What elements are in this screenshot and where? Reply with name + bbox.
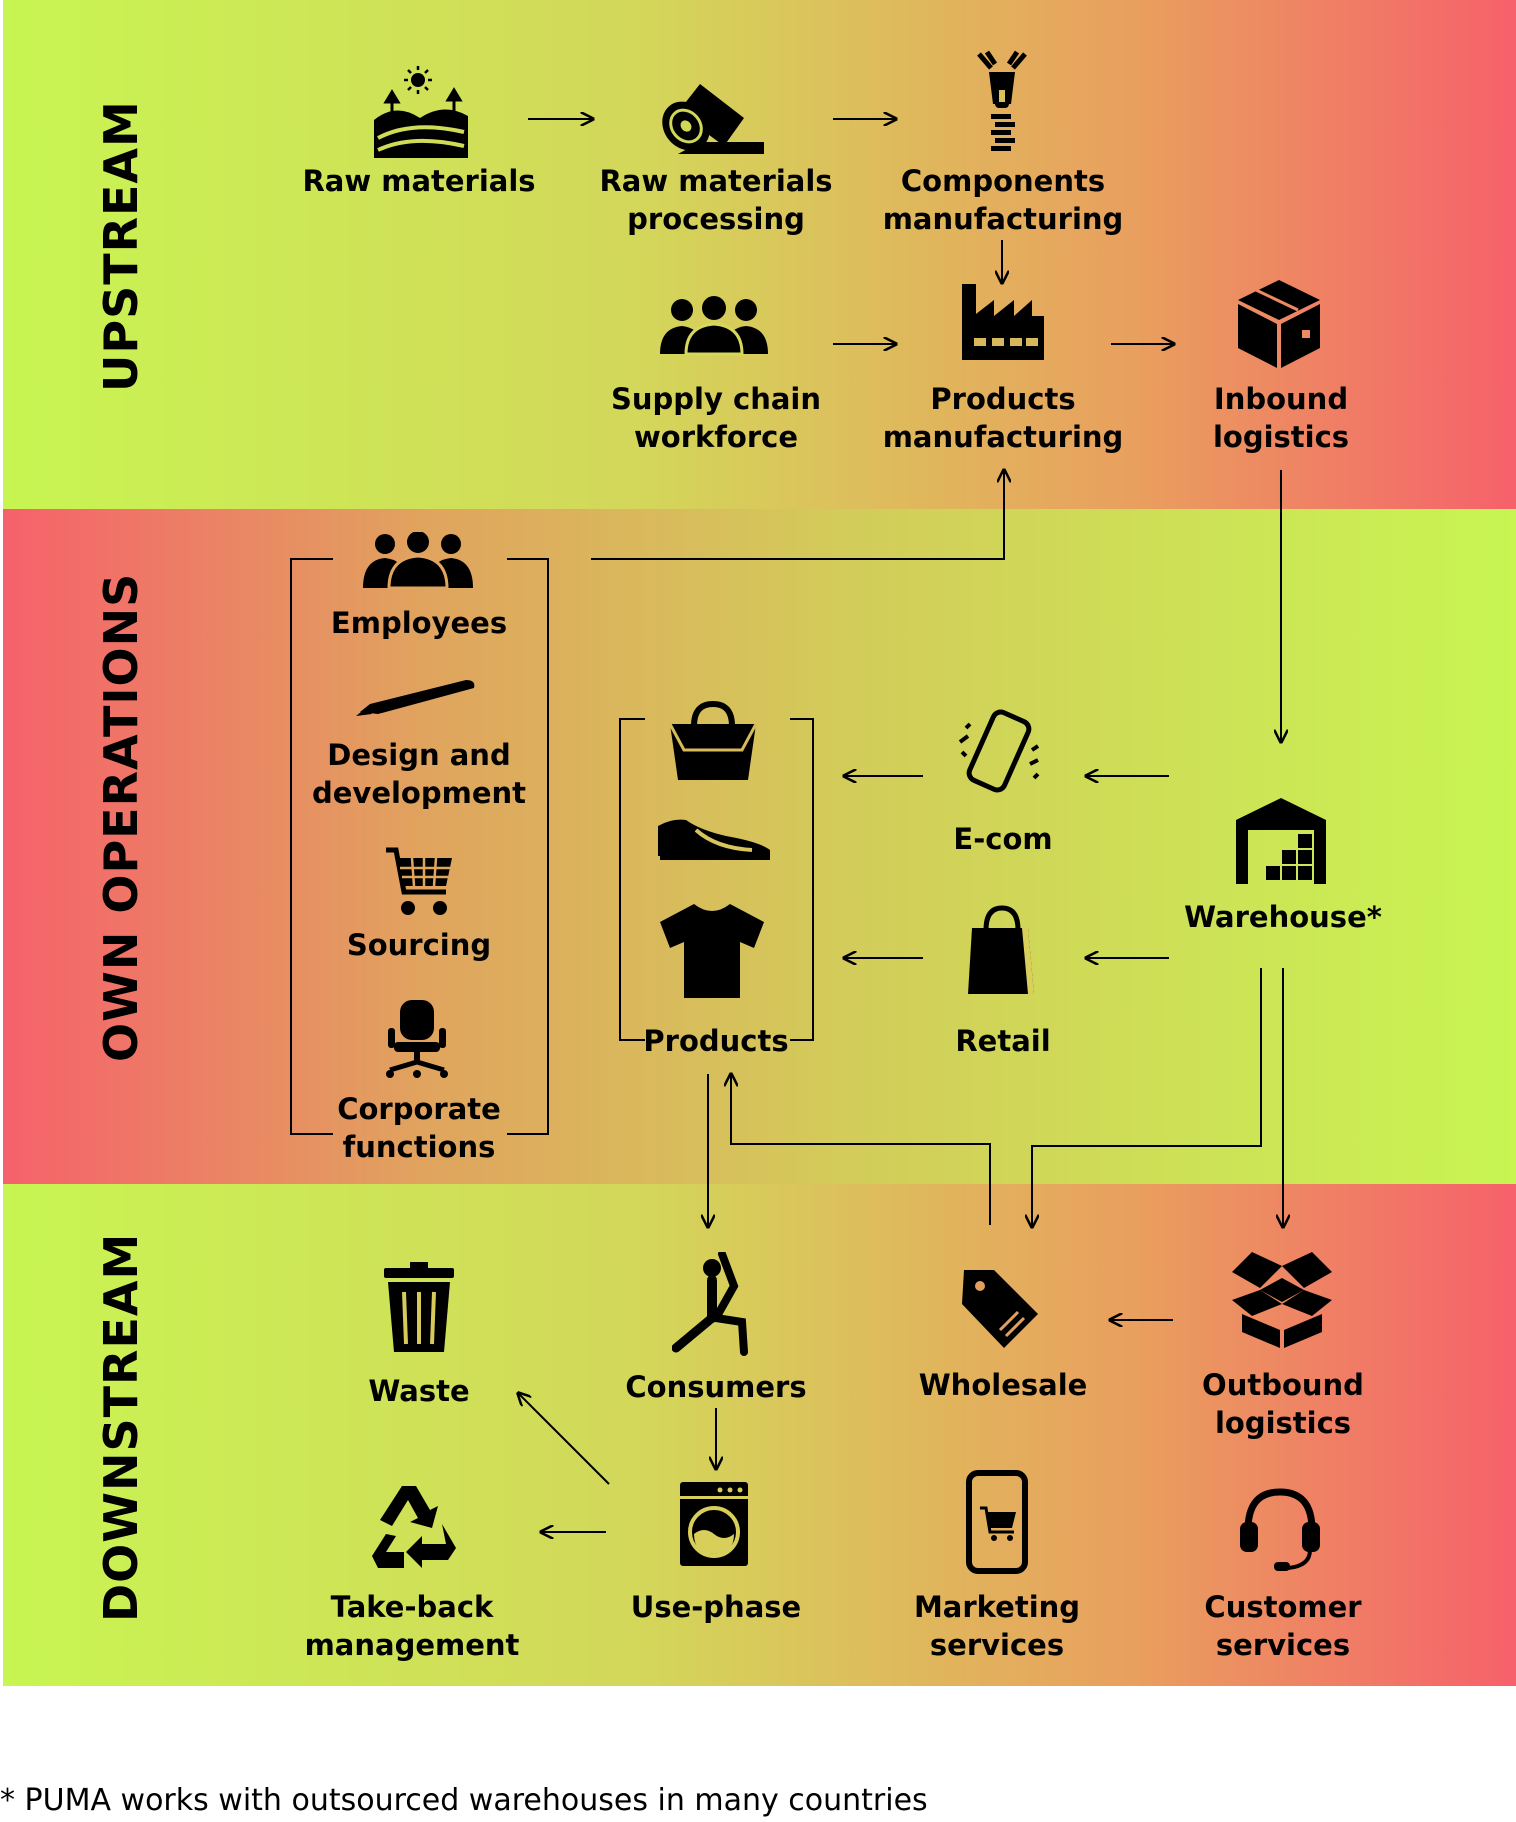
node-retail: Retail [955,1024,1051,1058]
warehouse-icon [1236,798,1326,884]
employees-icon [363,532,473,590]
node-marketing-services: Marketing services [913,1590,1081,1662]
arrow-warehouse-to-wholesale [1032,968,1262,1227]
node-e-com: E-com [953,822,1053,856]
footnote: * PUMA works with outsourced warehouses … [0,1783,928,1818]
own-ops-bracket-left [290,558,333,1135]
smartphone-icon [958,709,1040,793]
node-raw-materials: Raw materials [302,164,536,198]
arrow-wholesale-to-products [731,1074,991,1225]
node-design-and-development: Design and development [311,738,527,810]
node-warehouse: Warehouse* [1184,900,1382,934]
node-take-back-management: Take-back management [304,1590,520,1662]
node-inbound-logistics: Inbound logistics [1212,382,1350,454]
arrow-use-phase-to-waste [518,1393,610,1485]
node-corporate-functions: Corporate functions [337,1092,501,1164]
shopping-cart-icon [386,847,452,915]
arrow-own-ops-to-products-mfg [591,470,1004,560]
sneaker-icon [658,819,770,860]
headset-icon [1240,1488,1320,1571]
node-waste: Waste [368,1374,470,1408]
trash-bin-icon [384,1262,454,1352]
pencil-icon [356,680,475,716]
node-customer-services: Customer services [1204,1590,1362,1662]
products-bracket [619,718,645,1041]
fabric-roll-icon [662,84,764,154]
node-raw-materials-processing: Raw materials processing [599,164,833,236]
shopping-bag-icon [968,905,1034,994]
cardboard-box-icon [1238,280,1320,368]
node-products: Products [643,1024,789,1058]
node-use-phase: Use-phase [630,1590,802,1624]
open-box-icon [1232,1252,1332,1348]
office-chair-icon [386,1000,448,1078]
node-consumers: Consumers [625,1370,807,1404]
factory-icon [962,284,1044,360]
handbag-icon [668,700,758,780]
node-employees: Employees [330,606,508,640]
recycle-icon [372,1486,456,1568]
price-tag-icon [962,1270,1038,1348]
farm-field-icon [374,66,468,158]
team-workforce-icon [660,296,768,356]
node-outbound-logistics: Outbound logistics [1202,1368,1364,1440]
washing-machine-icon [680,1482,748,1566]
node-components-manufacturing: Components manufacturing [882,164,1124,236]
zipper-icon [977,50,1027,151]
products-bracket-right [790,718,814,1041]
stretching-person-icon [672,1252,748,1356]
node-sourcing: Sourcing [346,928,492,962]
node-supply-chain-workforce: Supply chain workforce [611,382,821,454]
mobile-shopping-icon [966,1470,1028,1574]
upstream-band [3,0,1516,509]
t-shirt-icon [660,904,764,998]
node-wholesale: Wholesale [918,1368,1088,1402]
own-ops-bracket-right [507,558,549,1135]
node-products-manufacturing: Products manufacturing [882,382,1124,454]
